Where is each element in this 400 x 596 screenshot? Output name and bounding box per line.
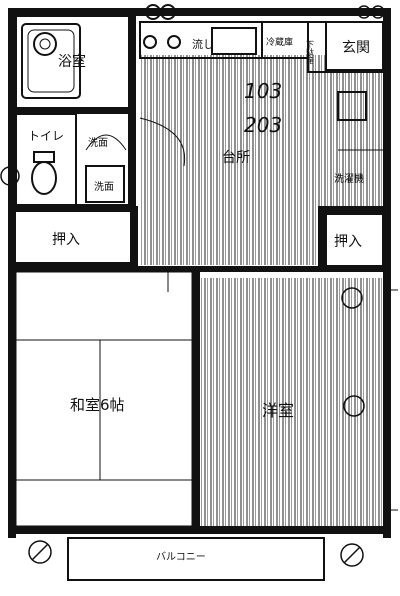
outer-wall-bottom xyxy=(8,526,390,534)
entrance-area xyxy=(325,21,384,71)
sink-basin xyxy=(211,27,257,55)
bath-drain-icon xyxy=(39,38,51,50)
shoe-box-label: 下駄箱 xyxy=(306,40,315,65)
mid-wall xyxy=(16,266,384,272)
western-room-label: 洋室 xyxy=(262,401,294,420)
closet-left-label: 押入 xyxy=(52,232,80,248)
gas-stove-burner-icon xyxy=(167,35,181,49)
balcony-drain-slash xyxy=(31,543,49,561)
vent-icon xyxy=(0,166,20,186)
toilet-bowl-icon xyxy=(31,161,57,195)
outlet-icon xyxy=(341,287,363,309)
door-swing-wash xyxy=(85,134,127,151)
door-swing-kitchen xyxy=(139,117,186,167)
bath-label: 浴室 xyxy=(58,53,86,70)
bath-faucet-icon xyxy=(33,32,57,56)
toilet-tank-icon xyxy=(33,151,55,163)
corridor-floor xyxy=(325,70,385,210)
sink-label: 流し xyxy=(192,37,214,51)
western-room-floor xyxy=(200,278,385,526)
laundry-label: 洗濯機 xyxy=(334,172,364,185)
washroom-label: 洗面 xyxy=(88,137,108,149)
refrigerator-label: 冷蔵庫 xyxy=(266,36,293,48)
japanese-room-label: 和室6帖 xyxy=(70,396,125,414)
outer-wall-right xyxy=(383,8,391,538)
bathtub-inner xyxy=(27,29,75,93)
balcony-drain-icon xyxy=(340,543,364,567)
kitchen-floor xyxy=(140,55,325,265)
meter-icon xyxy=(371,5,385,19)
balcony-drain-slash xyxy=(343,546,361,564)
toilet-label: トイレ xyxy=(28,129,64,143)
closet-left-wall-top xyxy=(16,206,136,212)
balcony-outline xyxy=(67,537,325,581)
outer-wall-top xyxy=(8,8,390,16)
faucet-icon xyxy=(160,4,176,20)
entrance-label: 玄関 xyxy=(342,39,370,56)
balcony-drain-icon xyxy=(28,540,52,564)
vanity-box xyxy=(85,165,125,203)
closet-right-label: 押入 xyxy=(334,234,362,250)
bathtub xyxy=(21,23,81,99)
room-divider-wall xyxy=(192,272,200,526)
kitchen-label: 台所 xyxy=(222,150,250,166)
toilet-wall-top xyxy=(16,108,134,114)
balcony-label: バルコニー xyxy=(156,551,206,563)
unit-number-1: 103 xyxy=(244,79,282,103)
meter-icon xyxy=(357,5,371,19)
outlet-icon xyxy=(343,395,365,417)
gas-stove-burner-icon xyxy=(143,35,157,49)
closet-right-wall-top xyxy=(318,206,384,214)
closet-left-wall-right xyxy=(130,206,138,270)
vanity-label: 洗面 xyxy=(94,181,114,193)
unit-number-2: 203 xyxy=(244,113,282,137)
laundry-pan xyxy=(337,91,367,121)
closet-right-wall-left xyxy=(318,206,326,270)
outer-wall-left xyxy=(8,8,16,538)
japanese-room xyxy=(15,271,193,527)
toilet-room xyxy=(15,113,77,207)
